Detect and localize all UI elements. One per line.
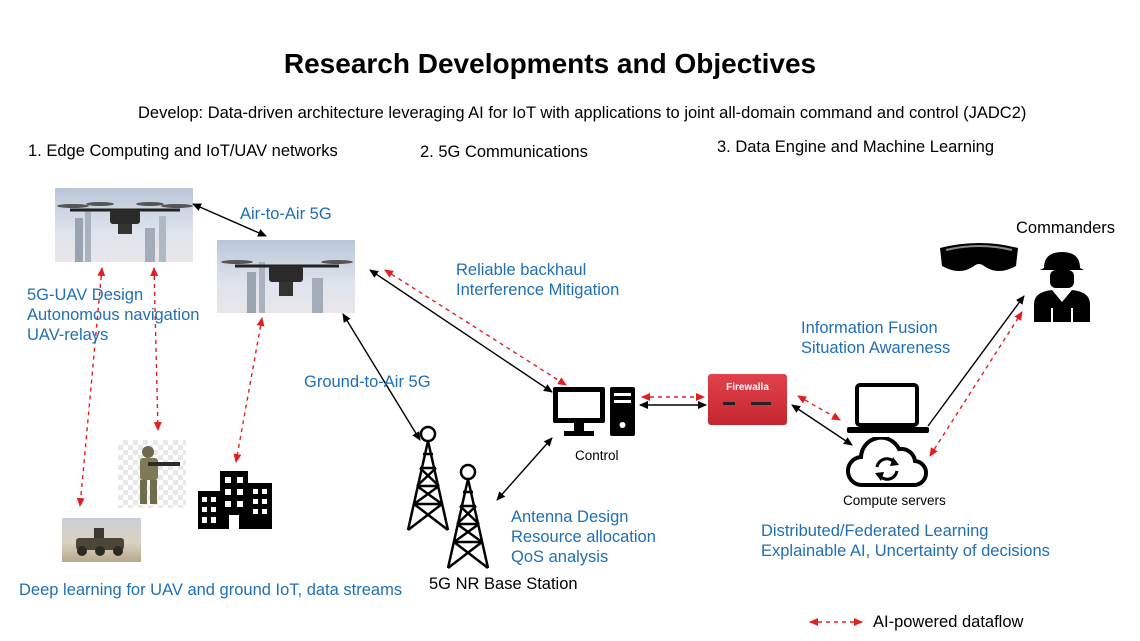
backhaul-line: Reliable backhaul <box>456 261 587 279</box>
backhaul-list: Reliable backhaul Interference Mitigatio… <box>456 260 619 300</box>
fusion-line: Information Fusion <box>801 319 938 337</box>
deep-learning-label: Deep learning for UAV and ground IoT, da… <box>19 581 403 599</box>
subtitle: Develop: Data-driven architecture levera… <box>138 104 1027 122</box>
drone-photo-2 <box>217 240 355 313</box>
ai-flow-firewall-compute <box>797 395 841 421</box>
compute-servers-label: Compute servers <box>843 493 946 508</box>
antenna-line: Antenna Design <box>511 508 629 526</box>
uav-design-line: 5G-UAV Design <box>27 286 144 304</box>
fusion-list: Information Fusion Situation Awareness <box>801 318 950 358</box>
learning-list: Distributed/Federated Learning Explainab… <box>761 521 1050 561</box>
compute-commander-link <box>927 295 1025 427</box>
firewalla-label: Firewalla <box>726 382 769 393</box>
uav-design-line: UAV-relays <box>27 326 109 344</box>
control-computer-icon <box>553 387 635 436</box>
ground-robot-photo <box>62 518 141 562</box>
control-label: Control <box>575 448 619 463</box>
base-station-tower-icon <box>406 425 490 569</box>
antenna-line: QoS analysis <box>511 548 609 566</box>
tower-control-link <box>496 437 553 501</box>
learning-line: Distributed/Federated Learning <box>761 522 989 540</box>
section-5g-communications: 2. 5G Communications <box>420 143 588 161</box>
air-to-air-label: Air-to-Air 5G <box>240 205 332 223</box>
buildings-icon <box>198 471 272 529</box>
ai-flow-drone-control <box>384 269 567 386</box>
section-edge-computing: 1. Edge Computing and IoT/UAV networks <box>28 142 338 160</box>
fusion-line: Situation Awareness <box>801 339 951 357</box>
firewalla-device: Firewalla <box>708 374 787 425</box>
ground-to-air-link <box>342 313 421 441</box>
ai-flow-drone-buildings <box>233 317 265 463</box>
antenna-line: Resource allocation <box>511 528 656 546</box>
uav-design-line: Autonomous navigation <box>27 306 200 324</box>
legend-ai-dataflow: AI-powered dataflow <box>873 613 1024 631</box>
learning-line: Explainable AI, Uncertainty of decisions <box>761 542 1050 560</box>
page-title: Research Developments and Objectives <box>283 48 817 79</box>
firewalla-port <box>723 402 735 405</box>
ai-flow-drone-soldier <box>150 267 162 431</box>
section-data-engine: 3. Data Engine and Machine Learning <box>717 138 995 156</box>
laptop-icon <box>847 383 929 433</box>
ground-to-air-label: Ground-to-Air 5G <box>304 373 431 391</box>
base-station-label: 5G NR Base Station <box>429 575 578 593</box>
soldier-image <box>118 440 186 508</box>
uav-design-list: 5G-UAV Design Autonomous navigation UAV-… <box>27 285 199 345</box>
backhaul-line: Interference Mitigation <box>456 281 620 299</box>
drone-photo-1 <box>55 188 193 262</box>
firewalla-port <box>751 402 771 405</box>
firewall-compute-link <box>791 404 853 446</box>
vr-headset-icon <box>940 243 1018 271</box>
commander-icon <box>1034 252 1090 322</box>
commanders-label: Commanders <box>1016 219 1116 237</box>
cloud-sync-icon <box>845 437 928 488</box>
antenna-list: Antenna Design Resource allocation QoS a… <box>511 507 656 567</box>
air-to-air-link <box>192 203 267 237</box>
